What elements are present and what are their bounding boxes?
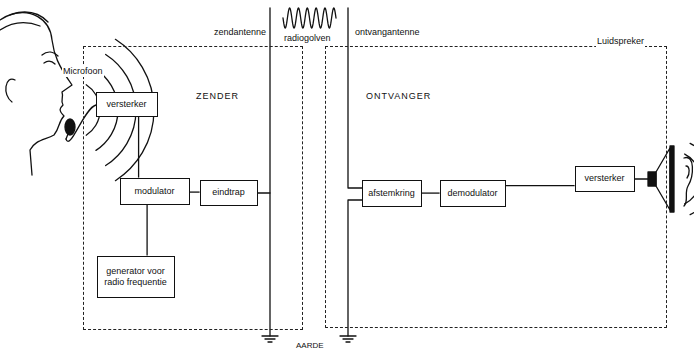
ground-label: AARDE	[295, 340, 325, 351]
block-label: demodulator	[448, 188, 498, 199]
microphone	[65, 105, 96, 141]
sound-waves	[685, 133, 694, 226]
radio-wave	[283, 8, 336, 28]
group-heading: ONTVANGER	[366, 91, 431, 102]
microphone-label: Microfoon	[62, 66, 104, 77]
tuning-circuit-box: afstemkring	[362, 180, 422, 207]
microphone-wire	[66, 105, 96, 141]
block-label: versterker	[107, 99, 147, 110]
receive-antenna	[340, 8, 362, 342]
signal-line	[506, 185, 575, 186]
block-label: eindtrap	[212, 187, 245, 198]
loudspeaker	[635, 146, 674, 212]
wave-label: radiogolven	[283, 33, 332, 44]
radio-wave-line	[283, 8, 336, 28]
block-label: modulator	[135, 186, 175, 197]
demodulator-box: demodulator	[440, 180, 506, 207]
receiver-group: ONTVANGER afstemkring demodulator versterke…	[325, 46, 667, 328]
ear	[684, 158, 692, 206]
block-label: afstemkring	[368, 188, 415, 199]
signal-line	[422, 192, 440, 193]
signal-line	[138, 117, 139, 178]
group-heading: ZENDER	[196, 91, 239, 102]
amplifier-box: versterker	[96, 92, 158, 117]
signal-line	[190, 191, 200, 192]
transmit-antenna	[258, 8, 278, 342]
modulator-box: modulator	[120, 178, 190, 205]
generator-box: generator voor radio frequentie	[97, 256, 175, 298]
loudspeaker-label: Luidspreker	[596, 36, 645, 47]
face-profile	[0, 12, 72, 175]
final-stage-box: eindtrap	[200, 180, 258, 206]
block-label: generator voor radio frequentie	[101, 266, 171, 288]
transmitter-group: ZENDER versterker modulator generator voor …	[83, 46, 303, 330]
signal-line	[146, 205, 147, 256]
block-label: versterker	[585, 173, 625, 184]
antenna-label: zendantenne	[213, 27, 267, 38]
antenna-label: ontvangantenne	[354, 27, 421, 38]
amplifier-box: versterker	[575, 166, 635, 192]
